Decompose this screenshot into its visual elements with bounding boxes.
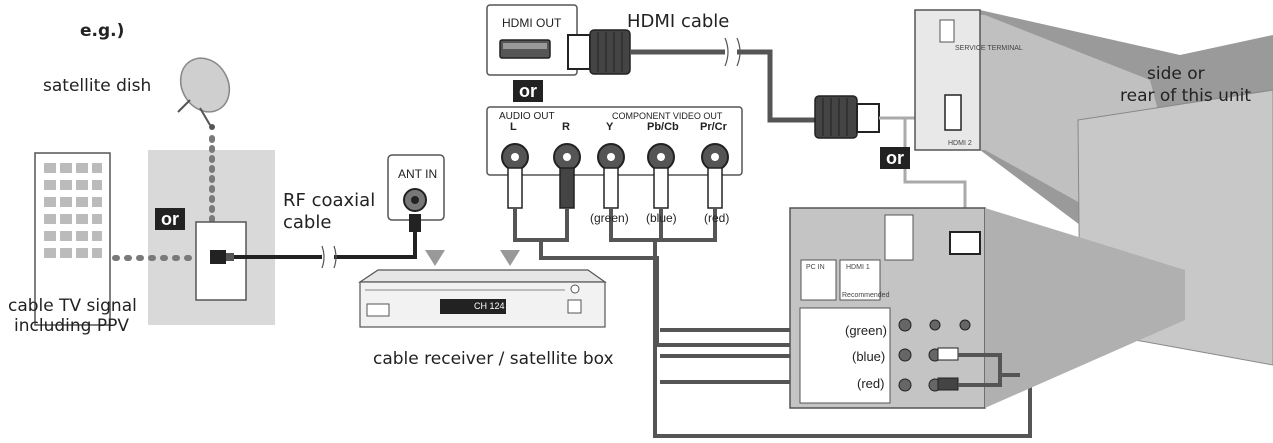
comp-y-label: Y [606,121,614,133]
cable-signal-label-2: including PPV [14,316,129,336]
audio-l-label: L [510,121,517,133]
building-icon [34,152,111,326]
rf-cable-label-1: RF coaxial [283,190,376,211]
panel-green-label: (green) [845,323,887,338]
unit-label-1: side or [1147,64,1205,84]
receiver-box-icon [358,269,607,328]
wall-outlet-icon [195,221,247,301]
hdmi-out-label: HDMI OUT [502,16,562,30]
pc-in-label: PC IN [806,264,825,271]
cable-signal-label-1: cable TV signal [8,296,137,316]
comp-pb-label: Pb/Cb [647,121,679,133]
ant-in-label: ANT IN [398,167,438,181]
unit-label-2: rear of this unit [1120,86,1252,106]
example-label: e.g.) [80,21,125,41]
plug-red-label: (red) [704,211,730,225]
rf-cable-label-2: cable [283,212,332,233]
tv-unit-icon [789,9,1273,409]
hdmi1-label: HDMI 1 [846,264,870,271]
comp-pr-label: Pr/Cr [700,121,727,133]
panel-blue-label: (blue) [852,349,886,364]
satellite-dish-label: satellite dish [43,76,152,96]
component-out-label: COMPONENT VIDEO OUT [612,111,723,121]
service-terminal-label: SERVICE TERMINAL [955,45,1023,52]
audio-r-label: R [562,121,570,133]
recommended-label: Recommended [842,292,890,299]
panel-red-label: (red) [857,376,885,391]
receiver-label: cable receiver / satellite box [373,349,614,369]
hdmi-cable-label: HDMI cable [627,11,730,32]
plug-blue-label: (blue) [646,211,677,225]
satellite-dish-icon [177,57,231,130]
plug-green-label: (green) [590,211,629,225]
audio-out-label: AUDIO OUT [499,111,555,122]
or-badge-wall: or [155,208,185,230]
or-badge-hdmi: or [513,80,543,102]
or-badge-tv: or [880,147,910,169]
receiver-display: CH 124 [474,301,505,311]
hdmi2-label: HDMI 2 [948,140,972,147]
